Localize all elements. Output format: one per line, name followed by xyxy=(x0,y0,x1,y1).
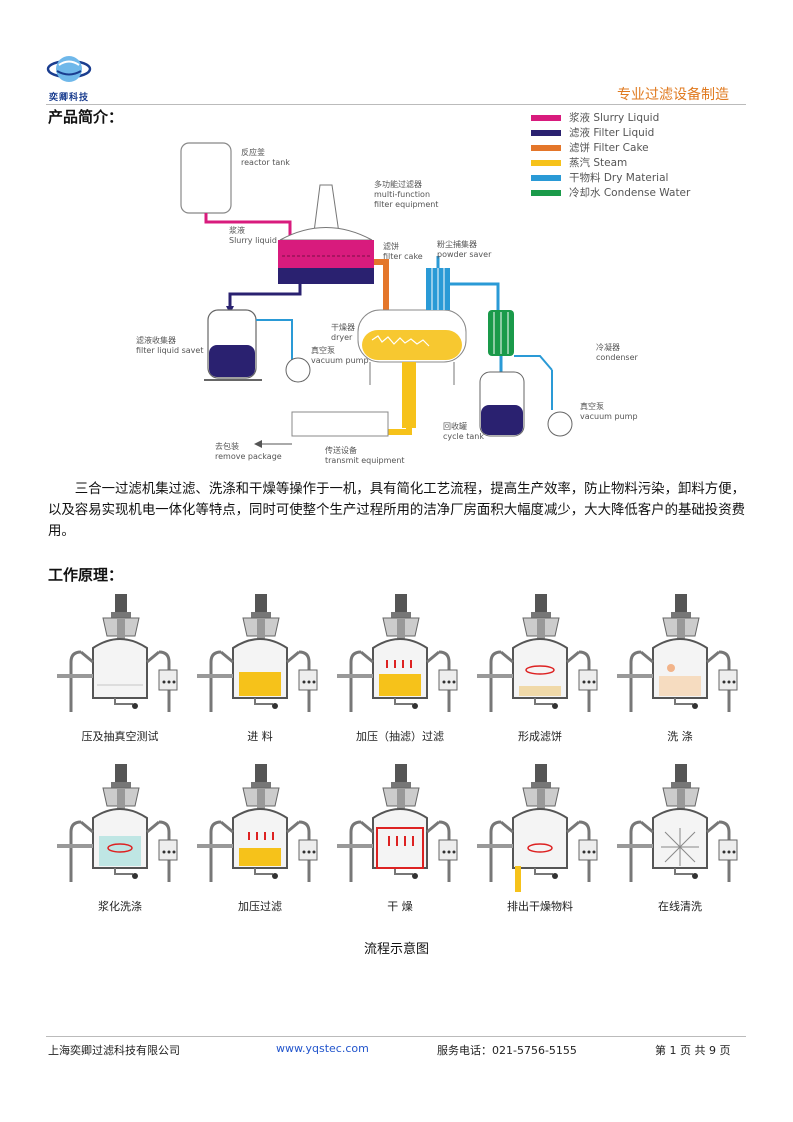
legend-item: 蒸汽 Steam xyxy=(531,155,690,170)
step-caption: 排出干燥物料 xyxy=(507,900,573,913)
filter-machine-icon xyxy=(55,762,179,884)
filter-machine-icon xyxy=(475,762,599,892)
principle-title: 工作原理： xyxy=(48,566,124,584)
legend-item: 滤液 Filter Liquid xyxy=(531,125,690,140)
legend-label: 浆液 Slurry Liquid xyxy=(569,112,660,124)
legend-item: 滤饼 Filter Cake xyxy=(531,140,690,155)
legend: 浆液 Slurry Liquid 滤液 Filter Liquid 滤饼 Fil… xyxy=(531,110,690,200)
legend-swatch xyxy=(531,159,561,166)
filter-machine-icon xyxy=(615,762,739,884)
tagline: 专业过滤设备制造 xyxy=(617,87,729,103)
process-step: 压及抽真空测试 xyxy=(50,592,190,744)
filter-machine-icon xyxy=(195,762,319,884)
process-step: 在线清洗 xyxy=(610,762,750,914)
filter-machine-icon xyxy=(195,592,319,714)
step-caption: 干 燥 xyxy=(387,900,413,913)
intro-title: 产品简介： xyxy=(48,108,124,126)
legend-label: 滤液 Filter Liquid xyxy=(569,127,655,139)
process-flow-diagram xyxy=(180,142,573,448)
intro-paragraph: 三合一过滤机集过滤、洗涤和干燥等操作于一机，具有简化工艺流程，提高生产效率，防止… xyxy=(48,482,745,539)
logo-text: 奕卿科技 xyxy=(48,93,89,103)
legend-swatch xyxy=(531,114,561,121)
legend-label: 干物料 Dry Material xyxy=(569,172,669,184)
legend-swatch xyxy=(531,174,561,181)
process-step: 干 燥 xyxy=(330,762,470,914)
footer-page-number: 第 1 页 共 9 页 xyxy=(655,1044,731,1057)
legend-swatch xyxy=(531,189,561,196)
header-divider xyxy=(46,104,746,105)
figure-caption: 流程示意图 xyxy=(363,942,429,957)
legend-item: 浆液 Slurry Liquid xyxy=(531,110,690,125)
process-step: 排出干燥物料 xyxy=(470,762,610,914)
step-caption: 浆化洗涤 xyxy=(98,900,142,913)
legend-swatch xyxy=(531,144,561,151)
process-step: 形成滤饼 xyxy=(470,592,610,744)
process-step: 浆化洗涤 xyxy=(50,762,190,914)
process-step: 加压（抽滤）过滤 xyxy=(330,592,470,744)
legend-item: 冷却水 Condense Water xyxy=(531,185,690,200)
step-caption: 洗 涤 xyxy=(667,730,693,743)
process-step: 加压过滤 xyxy=(190,762,330,914)
process-step: 洗 涤 xyxy=(610,592,750,744)
process-steps-row-2: 浆化洗涤 加压过滤 干 燥 排出干燥物料 在线清洗 xyxy=(50,762,750,914)
step-caption: 进 料 xyxy=(247,730,273,743)
step-caption: 加压过滤 xyxy=(238,900,282,913)
process-steps-row-1: 压及抽真空测试 进 料 加压（抽滤）过滤 形成滤饼 洗 涤 xyxy=(50,592,750,744)
footer-divider xyxy=(46,1036,746,1037)
filter-machine-icon xyxy=(615,592,739,714)
step-caption: 压及抽真空测试 xyxy=(81,730,159,743)
filter-machine-icon xyxy=(335,762,459,884)
process-step: 进 料 xyxy=(190,592,330,744)
step-caption: 形成滤饼 xyxy=(518,730,562,743)
logo-icon xyxy=(46,56,92,82)
filter-machine-icon xyxy=(475,592,599,714)
legend-label: 蒸汽 Steam xyxy=(569,157,628,169)
filter-machine-icon xyxy=(55,592,179,714)
filter-machine-icon xyxy=(335,592,459,714)
footer-company: 上海奕卿过滤科技有限公司 xyxy=(48,1044,180,1057)
footer-phone: 服务电话：021-5756-5155 xyxy=(437,1044,577,1057)
legend-swatch xyxy=(531,129,561,136)
legend-item: 干物料 Dry Material xyxy=(531,170,690,185)
step-caption: 加压（抽滤）过滤 xyxy=(356,730,444,743)
step-caption: 在线清洗 xyxy=(658,900,702,913)
footer-website-link[interactable]: www.yqstec.com xyxy=(276,1042,369,1055)
logo: 奕卿科技 xyxy=(46,52,92,103)
legend-label: 滤饼 Filter Cake xyxy=(569,142,649,154)
legend-label: 冷却水 Condense Water xyxy=(569,187,691,199)
